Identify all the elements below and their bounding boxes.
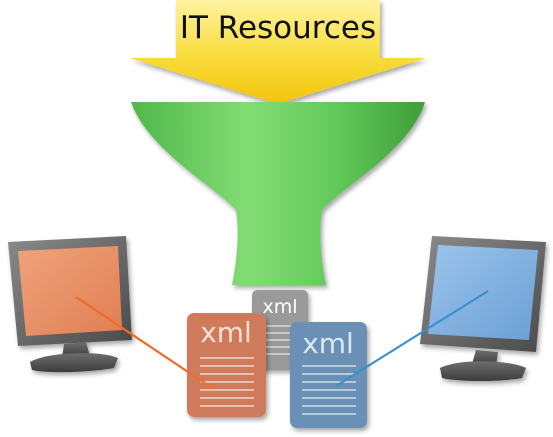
arrow-shape xyxy=(130,0,426,104)
right-monitor-base xyxy=(440,361,526,381)
right-doc-body xyxy=(290,322,367,428)
back-doc-label: xml xyxy=(262,296,297,318)
left-xml-document: xml xyxy=(187,313,266,417)
right-connector-line xyxy=(335,290,489,387)
left-monitor-base xyxy=(30,353,118,373)
funnel xyxy=(131,102,425,285)
left-monitor-screen xyxy=(18,246,122,336)
left-doc-lines xyxy=(200,357,254,407)
left-doc-label: xml xyxy=(200,316,252,349)
right-xml-document: xml xyxy=(290,322,367,428)
left-monitor xyxy=(8,236,132,373)
right-doc-label: xml xyxy=(302,327,354,360)
left-connector-line xyxy=(75,296,213,389)
right-doc-lines xyxy=(302,365,356,415)
diagram-title: IT Resources xyxy=(180,10,376,46)
left-doc-body xyxy=(187,313,266,417)
right-monitor xyxy=(420,236,546,381)
right-monitor-screen xyxy=(428,245,538,340)
resources-arrow xyxy=(130,0,426,104)
funnel-shape xyxy=(131,102,425,285)
